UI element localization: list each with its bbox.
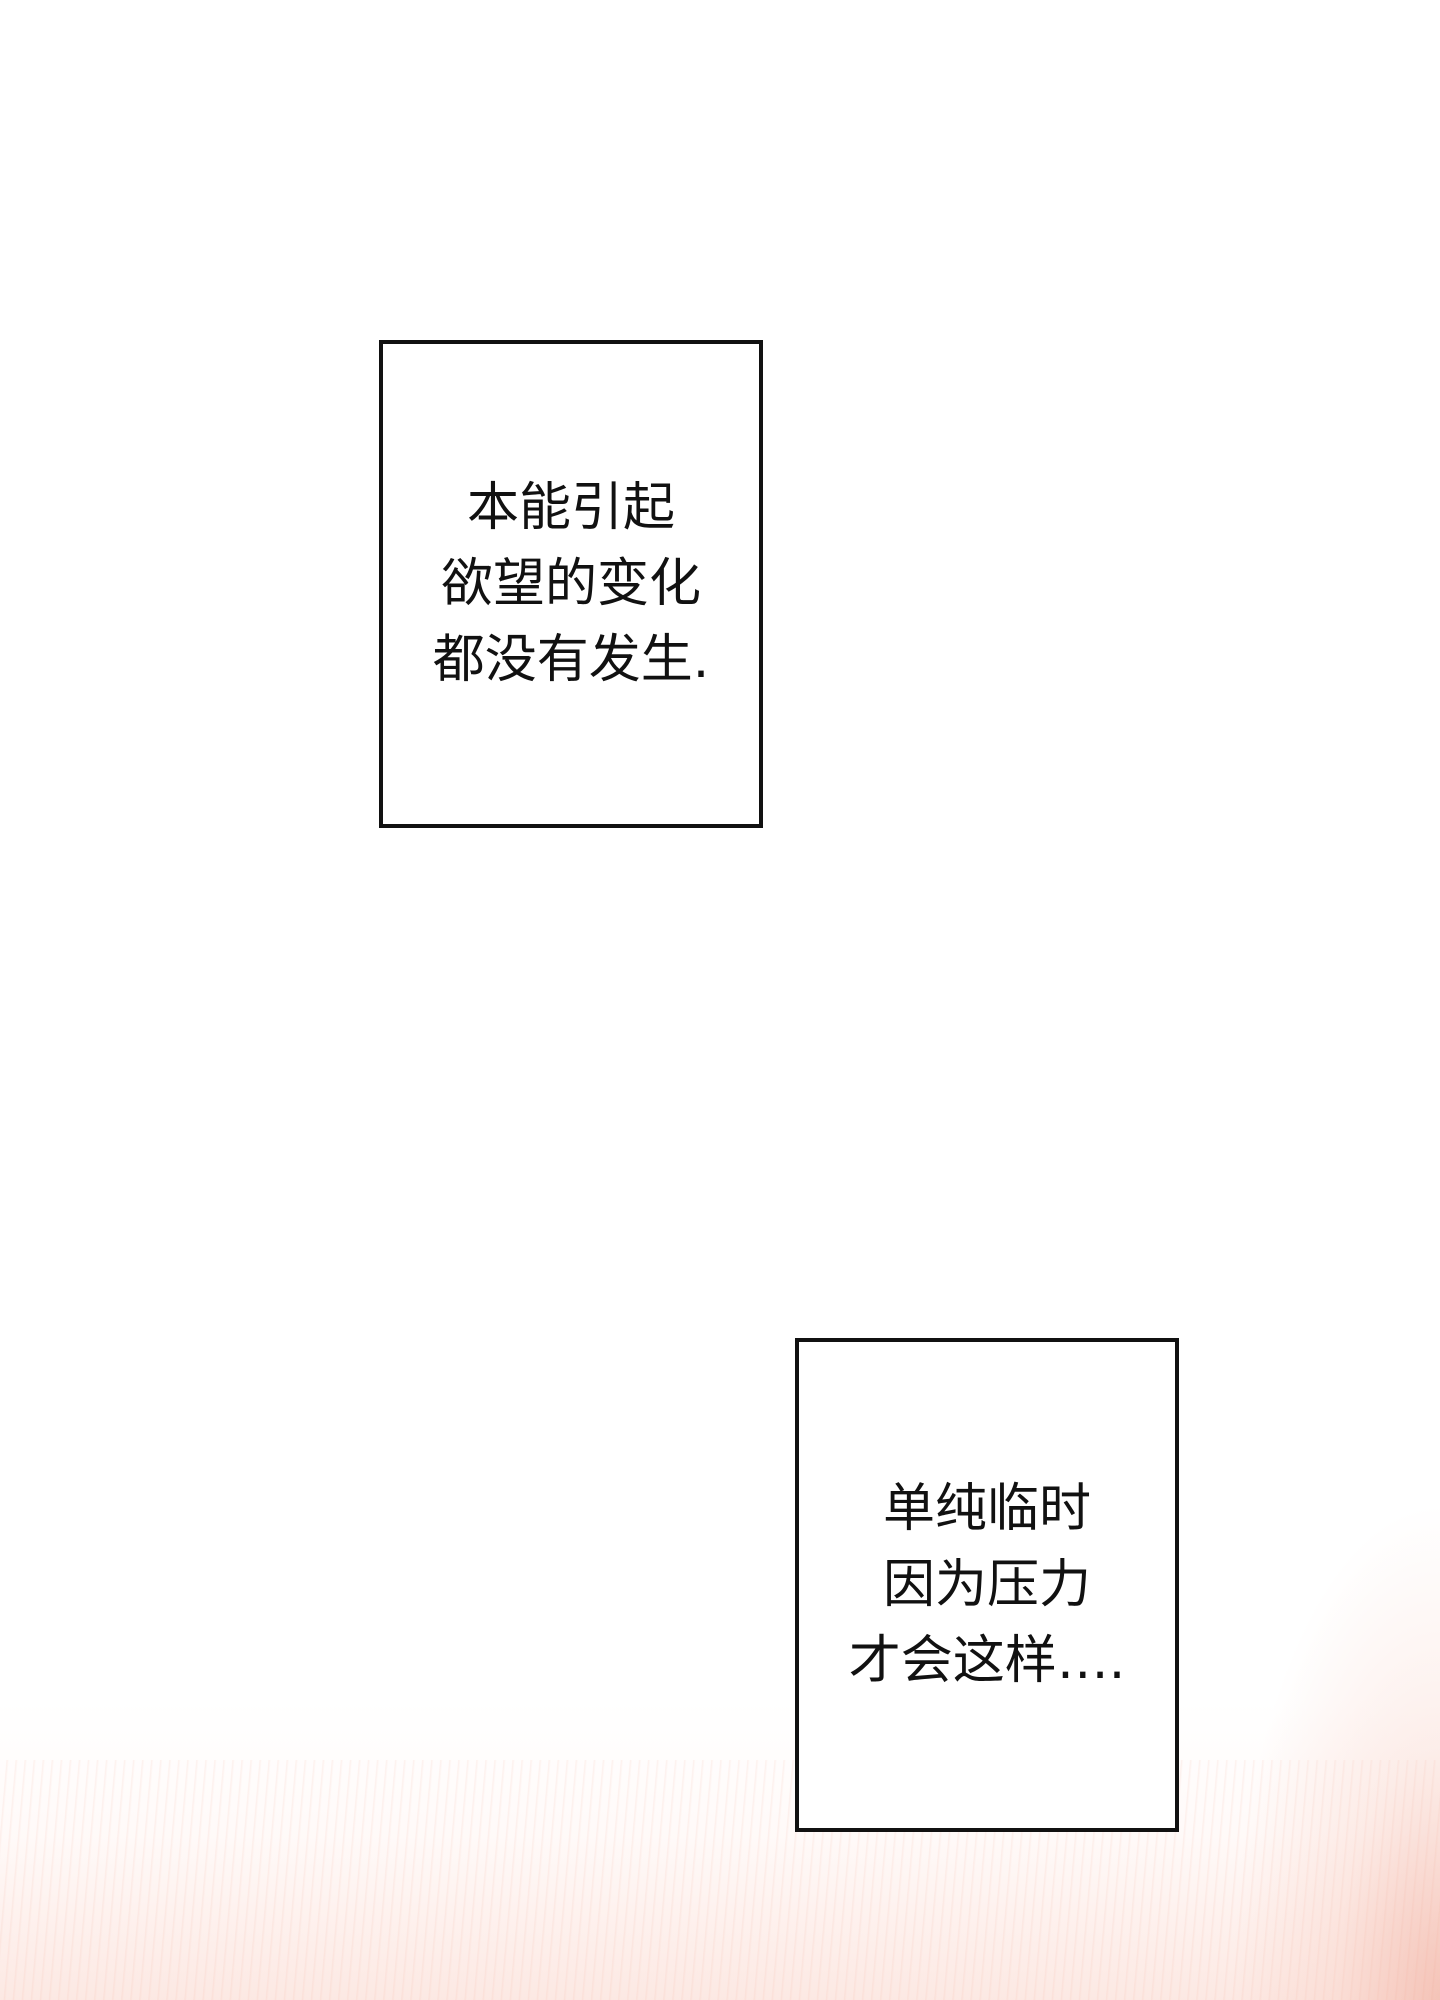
narration-line: 欲望的变化 [440, 554, 701, 614]
narration-box-2: 单纯临时 因为压力 才会这样…. [795, 1338, 1179, 1832]
pink-gradient-background [0, 1700, 1440, 2000]
narration-line: 因为压力 [882, 1555, 1091, 1615]
brush-streak-texture [0, 1760, 1440, 2000]
narration-line: 都没有发生. [432, 630, 710, 690]
narration-line: 才会这样…. [848, 1631, 1126, 1691]
narration-line: 本能引起 [466, 478, 675, 538]
narration-box-1: 本能引起 欲望的变化 都没有发生. [379, 340, 763, 828]
narration-text-1: 本能引起 欲望的变化 都没有发生. [433, 470, 710, 698]
corner-pink-glow [1230, 1500, 1440, 2000]
narration-text-2: 单纯临时 因为压力 才会这样…. [849, 1471, 1126, 1699]
narration-line: 单纯临时 [882, 1479, 1091, 1539]
